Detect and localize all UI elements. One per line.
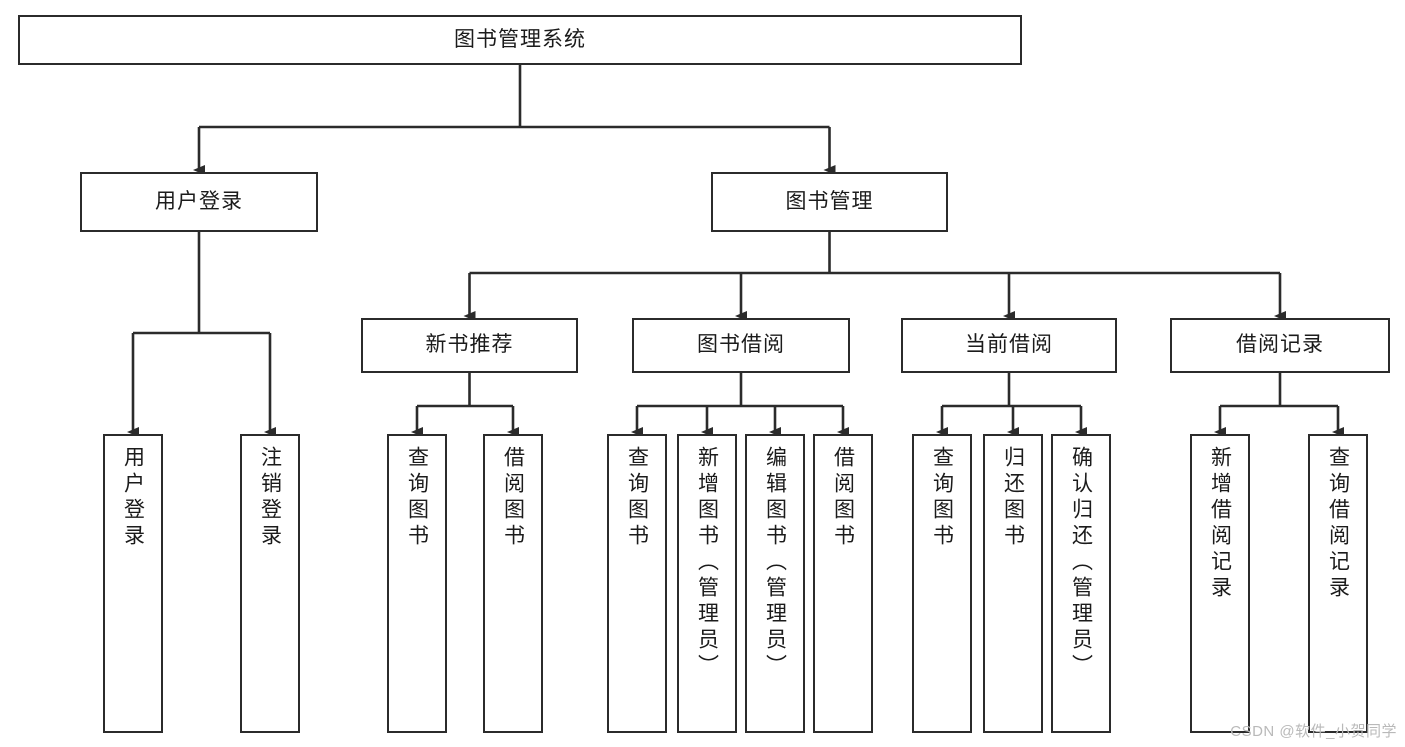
node-label-leaf-user-login: 用户登录 xyxy=(121,446,145,550)
node-label-root: 图书管理系统 xyxy=(454,27,586,51)
node-current-borrow[interactable]: 当前借阅 xyxy=(901,318,1117,373)
node-label-leaf-bb-add: 新增图书（管理员） xyxy=(695,446,719,680)
node-leaf-cb-query[interactable]: 查询图书 xyxy=(912,434,972,733)
node-leaf-cb-confirm[interactable]: 确认归还（管理员） xyxy=(1051,434,1111,733)
node-book-borrow[interactable]: 图书借阅 xyxy=(632,318,850,373)
node-label-leaf-nb-borrow: 借阅图书 xyxy=(501,446,525,550)
node-leaf-user-logout[interactable]: 注销登录 xyxy=(240,434,300,733)
node-leaf-nb-borrow[interactable]: 借阅图书 xyxy=(483,434,543,733)
node-label-leaf-br-add: 新增借阅记录 xyxy=(1208,446,1232,602)
node-label-leaf-cb-confirm: 确认归还（管理员） xyxy=(1069,446,1093,680)
node-user-login[interactable]: 用户登录 xyxy=(80,172,318,232)
node-label-user-login: 用户登录 xyxy=(155,189,243,213)
node-root[interactable]: 图书管理系统 xyxy=(18,15,1022,65)
node-leaf-bb-edit[interactable]: 编辑图书（管理员） xyxy=(745,434,805,733)
node-leaf-cb-return[interactable]: 归还图书 xyxy=(983,434,1043,733)
node-borrow-record[interactable]: 借阅记录 xyxy=(1170,318,1390,373)
edge-group xyxy=(127,65,1344,437)
node-label-leaf-user-logout: 注销登录 xyxy=(258,446,282,550)
node-label-new-book-rec: 新书推荐 xyxy=(425,333,514,357)
node-book-manage[interactable]: 图书管理 xyxy=(711,172,948,232)
node-label-leaf-bb-edit: 编辑图书（管理员） xyxy=(763,446,787,680)
node-label-leaf-bb-borrow: 借阅图书 xyxy=(831,446,855,550)
node-label-leaf-nb-query: 查询图书 xyxy=(405,446,429,550)
node-label-borrow-record: 借阅记录 xyxy=(1236,333,1324,357)
node-label-leaf-cb-return: 归还图书 xyxy=(1001,446,1025,550)
node-label-leaf-cb-query: 查询图书 xyxy=(930,446,954,550)
node-label-leaf-br-query: 查询借阅记录 xyxy=(1326,446,1350,602)
node-leaf-bb-add[interactable]: 新增图书（管理员） xyxy=(677,434,737,733)
node-label-book-manage: 图书管理 xyxy=(785,189,874,213)
node-label-leaf-bb-query: 查询图书 xyxy=(625,446,649,550)
node-leaf-bb-query[interactable]: 查询图书 xyxy=(607,434,667,733)
node-leaf-nb-query[interactable]: 查询图书 xyxy=(387,434,447,733)
node-leaf-br-query[interactable]: 查询借阅记录 xyxy=(1308,434,1368,733)
node-leaf-bb-borrow[interactable]: 借阅图书 xyxy=(813,434,873,733)
node-leaf-user-login[interactable]: 用户登录 xyxy=(103,434,163,733)
node-new-book-rec[interactable]: 新书推荐 xyxy=(361,318,578,373)
node-label-current-borrow: 当前借阅 xyxy=(965,333,1053,357)
node-label-book-borrow: 图书借阅 xyxy=(697,333,785,357)
node-leaf-br-add[interactable]: 新增借阅记录 xyxy=(1190,434,1250,733)
